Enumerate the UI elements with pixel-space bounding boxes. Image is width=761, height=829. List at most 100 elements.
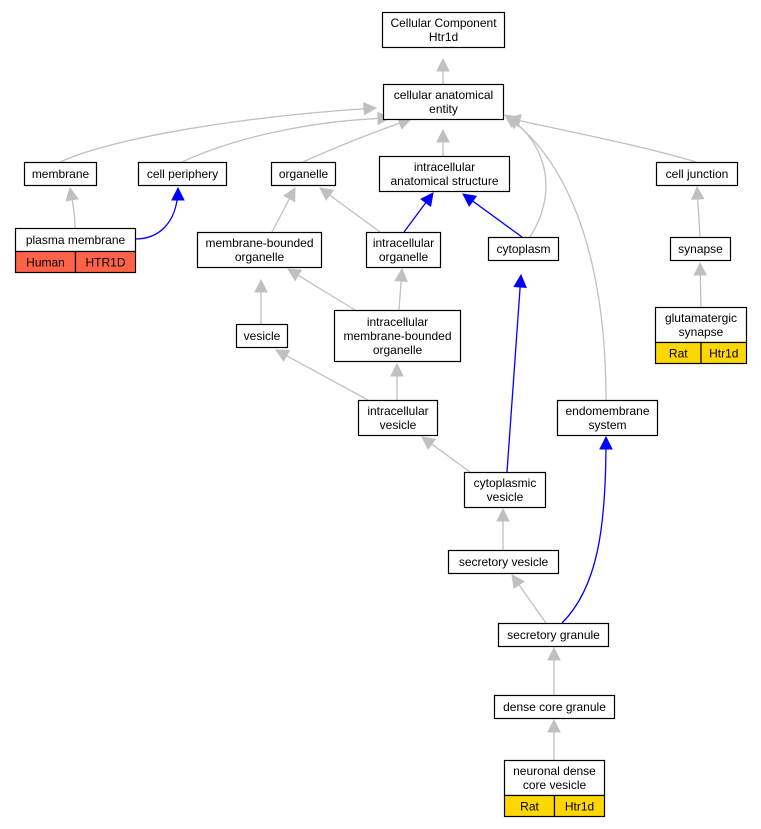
edge-pm-to-cellper <box>134 186 185 240</box>
node-label: cellular anatomical <box>394 88 493 102</box>
edge-arrowhead <box>421 436 437 450</box>
edge-arrowhead <box>436 128 450 143</box>
node-label: organelle <box>379 250 429 264</box>
node-label: core vesicle <box>523 778 587 792</box>
edge-arrowhead <box>511 574 525 590</box>
edge-sg-to-endo <box>561 435 613 624</box>
node-box <box>23 161 98 187</box>
node-membrane[interactable]: membrane <box>23 161 98 187</box>
species-label: Rat <box>520 800 539 814</box>
node-label: cytoplasmic <box>474 476 537 490</box>
edge-synapse-to-celljunc <box>690 185 705 238</box>
node-synapse[interactable]: synapse <box>669 236 732 262</box>
node-label: secretory vesicle <box>459 555 549 569</box>
edge-arrowhead <box>504 114 520 128</box>
node-box <box>493 694 616 720</box>
node-label: vesicle <box>244 329 281 343</box>
annotation-row: Human HTR1D <box>14 250 137 274</box>
node-vesicle[interactable]: vesicle <box>235 323 289 349</box>
node-label: Htr1d <box>429 30 458 44</box>
edge-arrowhead <box>496 507 510 522</box>
node-label: entity <box>429 102 458 116</box>
edge-sg-to-sv <box>511 574 547 624</box>
edge-cytoplasm-to-cae <box>506 116 547 238</box>
edge-arrowhead <box>283 187 296 203</box>
edge-vesicle-to-mbo <box>254 278 268 324</box>
node-dcg[interactable]: dense core granule <box>493 694 616 720</box>
edge-pm-to-membrane <box>65 186 79 229</box>
edge-arrowhead <box>599 435 613 450</box>
edge-arrowhead <box>65 186 79 202</box>
node-label: membrane-bounded <box>343 329 451 343</box>
species-label: Human <box>26 256 65 270</box>
node-box <box>556 399 659 437</box>
node-box <box>655 161 739 187</box>
gene-label: HTR1D <box>85 256 125 270</box>
node-box <box>357 399 439 437</box>
edge-io-to-organelle <box>319 187 381 233</box>
edge-arrowhead <box>462 193 478 207</box>
node-box <box>487 236 560 262</box>
node-box <box>333 309 462 363</box>
node-sg[interactable]: secretory granule <box>497 622 610 648</box>
edge-arrowhead <box>275 349 291 362</box>
edge-imbo-to-mbo <box>287 268 356 311</box>
edge-arrowhead <box>363 101 378 116</box>
node-celljunc[interactable]: cell junction <box>655 161 739 187</box>
node-organelle[interactable]: organelle <box>270 161 337 187</box>
edge-io-to-ias <box>403 192 434 233</box>
node-label: vesicle <box>380 418 417 432</box>
edge-arrowhead <box>287 268 303 282</box>
edge-membrane-to-cae <box>59 101 378 163</box>
node-label: cell periphery <box>147 167 218 181</box>
node-cytoplasm[interactable]: cytoplasm <box>487 236 560 262</box>
node-label: membrane <box>32 167 90 181</box>
node-label: glutamatergic <box>665 311 737 325</box>
edge-arrowhead <box>690 185 705 200</box>
node-label: intracellular <box>367 315 428 329</box>
edge-cellper-to-cae <box>181 111 392 163</box>
node-cellper[interactable]: cell periphery <box>137 161 228 187</box>
edge-cv-to-cytoplasm <box>506 273 527 473</box>
node-box <box>669 236 732 262</box>
node-box <box>137 161 228 187</box>
node-label: cell junction <box>666 167 729 181</box>
edge-arrowhead <box>436 57 450 72</box>
node-label: synapse <box>679 325 724 339</box>
node-box <box>196 231 323 269</box>
node-sv[interactable]: secretory vesicle <box>447 549 560 575</box>
edge-arrowhead <box>319 187 335 201</box>
gene-cell <box>553 794 606 818</box>
node-box <box>503 759 606 797</box>
node-box <box>235 323 289 349</box>
edge-arrowhead <box>513 273 527 288</box>
gene-cell <box>700 341 748 365</box>
edge-arrowhead <box>693 261 708 276</box>
edge-iv-to-imbo <box>390 362 404 400</box>
node-label: membrane-bounded <box>205 236 313 250</box>
node-label: anatomical structure <box>390 174 498 188</box>
edge-celljunc-to-cae <box>506 114 697 163</box>
node-label: intracellular <box>367 404 428 418</box>
node-label: organelle <box>235 250 285 264</box>
edge-arrowhead <box>394 267 408 282</box>
edge-glut-to-synapse <box>693 261 708 308</box>
edge-arrowhead <box>171 186 185 201</box>
node-label: intracellular <box>373 236 434 250</box>
edge-ias-to-cae <box>436 128 450 156</box>
